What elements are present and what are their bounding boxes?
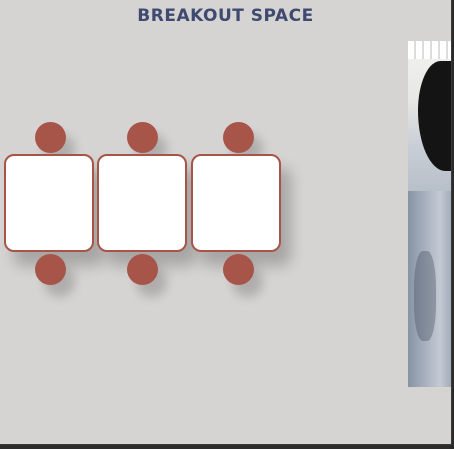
chair-table-3-bottom: [223, 254, 254, 285]
table-3: [191, 154, 281, 252]
photo-shirt-fold: [414, 251, 436, 341]
page-title: BREAKOUT SPACE: [0, 6, 451, 26]
person-photo: [408, 41, 452, 387]
table-1: [4, 154, 94, 252]
chair-table-1-top: [35, 122, 66, 153]
chair-table-3-top: [223, 122, 254, 153]
photo-hair: [418, 61, 452, 171]
chair-table-1-bottom: [35, 254, 66, 285]
chair-table-2-bottom: [127, 254, 158, 285]
table-2: [97, 154, 187, 252]
chair-table-2-top: [127, 122, 158, 153]
photo-window-blinds: [408, 41, 452, 59]
